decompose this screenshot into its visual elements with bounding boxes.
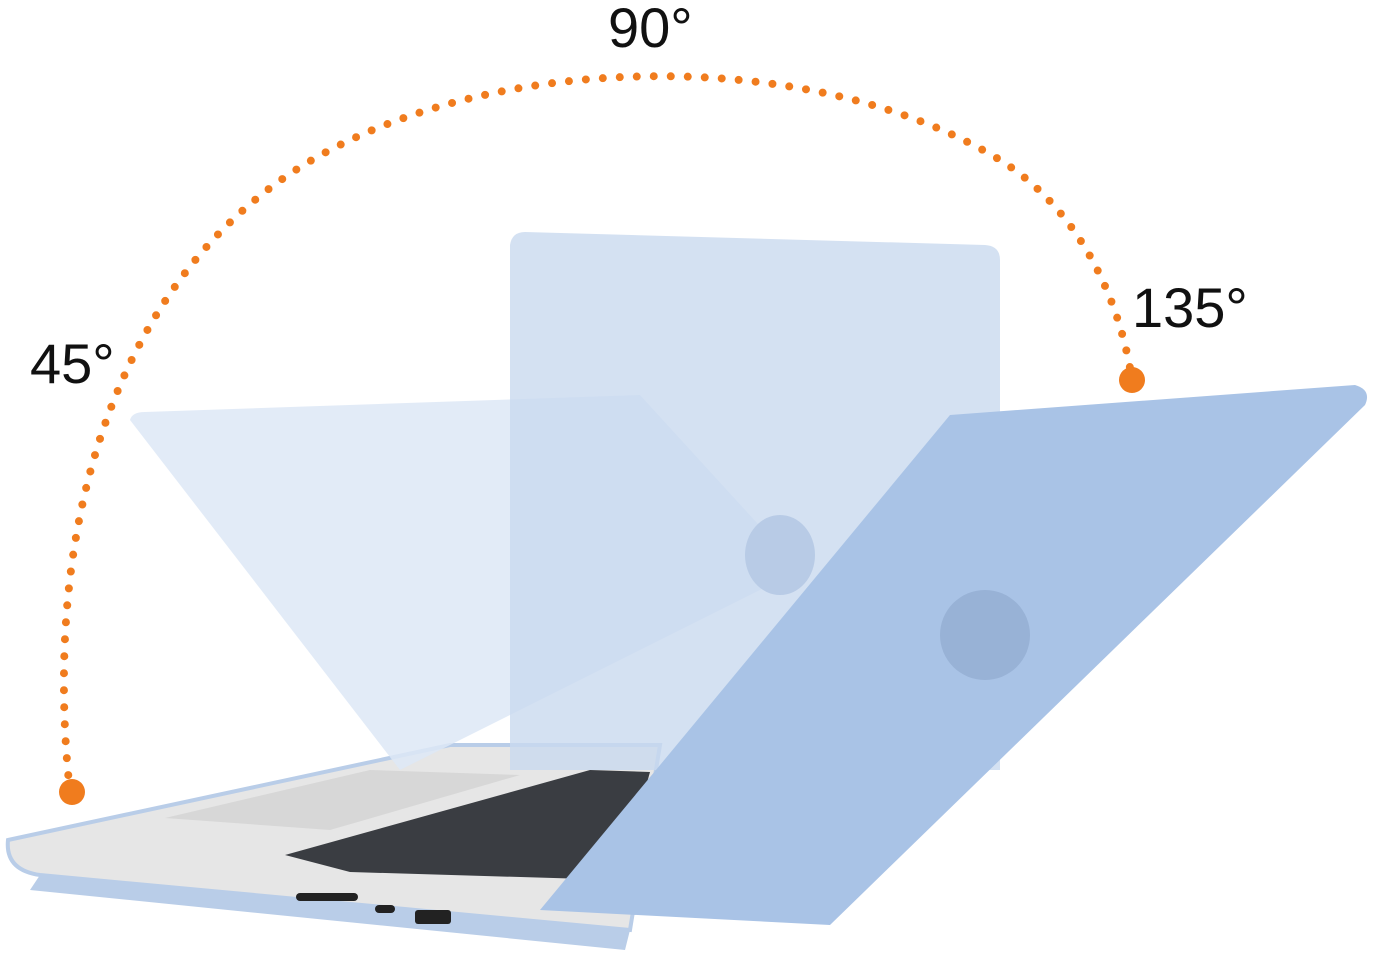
keyboard (285, 770, 650, 880)
angle-arc (59, 72, 1136, 796)
base-side (30, 875, 630, 950)
angle-label-90: 90° (608, 0, 693, 59)
hdmi-port (415, 910, 451, 924)
arc-end-dot (1119, 367, 1145, 393)
angle-label-135: 135° (1132, 276, 1248, 339)
apple-logo-icon (940, 590, 1030, 680)
usb-c-port (375, 905, 395, 913)
arc-start-dot (59, 779, 85, 805)
trackpad (165, 770, 520, 830)
angle-label-45: 45° (30, 332, 115, 395)
sd-card-slot (296, 893, 358, 901)
apple-logo-icon-faded (745, 515, 815, 595)
